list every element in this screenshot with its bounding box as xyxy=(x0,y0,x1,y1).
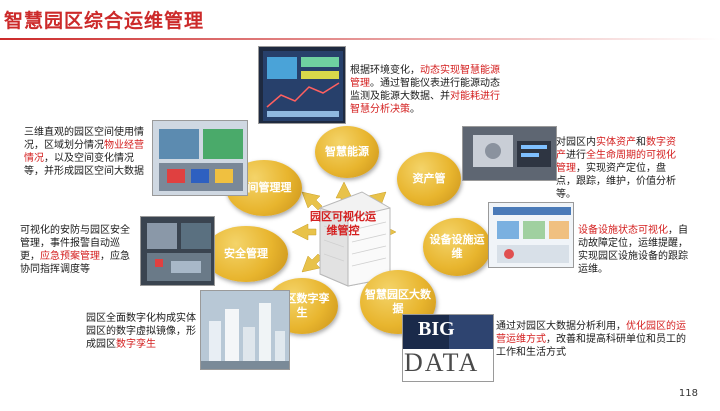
energy-desc-highlight-1: 动态实现智慧能源管理 xyxy=(350,65,500,89)
device-description: 设备设施状态可视化，自动故障定位，运维提醒，实现园区设施设备的跟踪运维。 xyxy=(578,224,692,276)
twin-description: 园区全面数字化构成实体园区的数字虚拟镜像，形成园区数字孪生 xyxy=(86,312,198,351)
space-desc-text-2: ，以及空间变化情况等，并形成园区空间大数据 xyxy=(24,153,144,177)
device-desc-text-1: ，自动故障定位，运维提醒，实现园区设施设备的跟踪运维。 xyxy=(578,225,688,275)
park-building-graphic xyxy=(319,191,391,287)
slide-title: 智慧园区综合运维管理 xyxy=(4,10,205,32)
module-energy-label: 智慧能源 xyxy=(325,145,369,158)
module-security-label: 安全管理 xyxy=(224,247,268,260)
arrow-left xyxy=(291,223,317,241)
title-divider xyxy=(0,38,720,40)
asset-management-image xyxy=(462,126,557,181)
space-description: 三维直观的园区空间使用情况，区域划分情况物业经营情况，以及空间变化情况等，并形成… xyxy=(24,126,150,178)
twin-desc-highlight-1: 数字孪生 xyxy=(116,339,156,350)
module-bigdata-label: 智慧园区大数据 xyxy=(365,288,431,315)
bigdata-desc-text-1: 通过对园区大数据分析利用， xyxy=(496,321,626,332)
center-label: 园区可视化运维管控 xyxy=(310,210,376,237)
device-maintenance-image xyxy=(488,202,574,268)
asset-desc-text-2: 和 xyxy=(636,137,646,148)
asset-desc-highlight-3: 全生命周期的可视化管理 xyxy=(556,150,676,174)
module-asset-label: 资产管 xyxy=(412,172,446,185)
security-desc-text-2: ，应急协同指挥调度等 xyxy=(20,251,130,275)
module-device: 设备设施运维 xyxy=(423,218,491,276)
asset-desc-text-1: 对园区内 xyxy=(556,137,596,148)
big-data-word-data: DATA xyxy=(404,348,480,377)
energy-desc-text-1: 根据环境变化， xyxy=(350,65,420,76)
module-space-label: 空间管理理 xyxy=(236,181,292,194)
energy-dashboard-image xyxy=(258,46,346,124)
space-desc-highlight-1: 物业经营情况 xyxy=(24,140,144,164)
module-asset: 资产管 xyxy=(397,152,461,206)
page-number: 118 xyxy=(678,388,698,399)
digital-twin-city-image xyxy=(200,290,290,370)
big-data-image xyxy=(402,314,494,382)
asset-desc-highlight-1: 实体资产 xyxy=(596,137,636,148)
module-device-label: 设备设施运维 xyxy=(429,233,485,260)
security-desc-text-1: 可视化的安防与园区安全管理，事件报警自动巡更， xyxy=(20,225,130,262)
bigdata-desc-text-2: ，改善和提高科研单位和员工的工作和生活方式 xyxy=(496,334,686,358)
bigdata-description: 通过对园区大数据分析利用，优化园区的运营运维方式，改善和提高科研单位和员工的工作… xyxy=(496,320,694,359)
asset-desc-text-3: 进行 xyxy=(566,150,586,161)
big-data-word-big: BIG xyxy=(418,318,455,340)
space-management-image xyxy=(152,120,248,196)
module-bigdata: 智慧园区大数据 xyxy=(360,270,436,334)
asset-desc-text-4: ，实现资产定位，盘点，跟踪，维护，价值分析等。 xyxy=(556,163,676,200)
asset-description: 对园区内实体资产和数字资产进行全生命周期的可视化管理，实现资产定位，盘点，跟踪，… xyxy=(556,136,684,201)
security-description: 可视化的安防与园区安全管理，事件报警自动巡更，应急预案管理，应急协同指挥调度等 xyxy=(20,224,138,276)
security-monitoring-image xyxy=(140,216,215,286)
device-desc-highlight-1: 设备设施状态可视化 xyxy=(578,225,668,236)
energy-desc-highlight-2: 对能耗进行智慧分析决策 xyxy=(350,91,500,115)
energy-desc-text-2: 。通过智能仪表进行能源动态监测及能源大数据、并 xyxy=(350,78,500,102)
energy-description: 根据环境变化，动态实现智慧能源管理。通过智能仪表进行能源动态监测及能源大数据、并… xyxy=(350,64,508,116)
bigdata-desc-highlight-1: 优化园区的运营运维方式 xyxy=(496,321,686,345)
twin-desc-text-1: 园区全面数字化构成实体园区的数字虚拟镜像，形成园区 xyxy=(86,313,196,350)
module-security: 安全管理 xyxy=(204,226,288,282)
security-desc-highlight-1: 应急预案管理 xyxy=(40,251,100,262)
energy-desc-text-3: 。 xyxy=(410,104,420,115)
space-desc-text-1: 三维直观的园区空间使用情况，区域划分情况 xyxy=(24,127,144,151)
module-energy: 智慧能源 xyxy=(315,126,379,178)
asset-desc-highlight-2: 数字资产 xyxy=(556,137,676,161)
